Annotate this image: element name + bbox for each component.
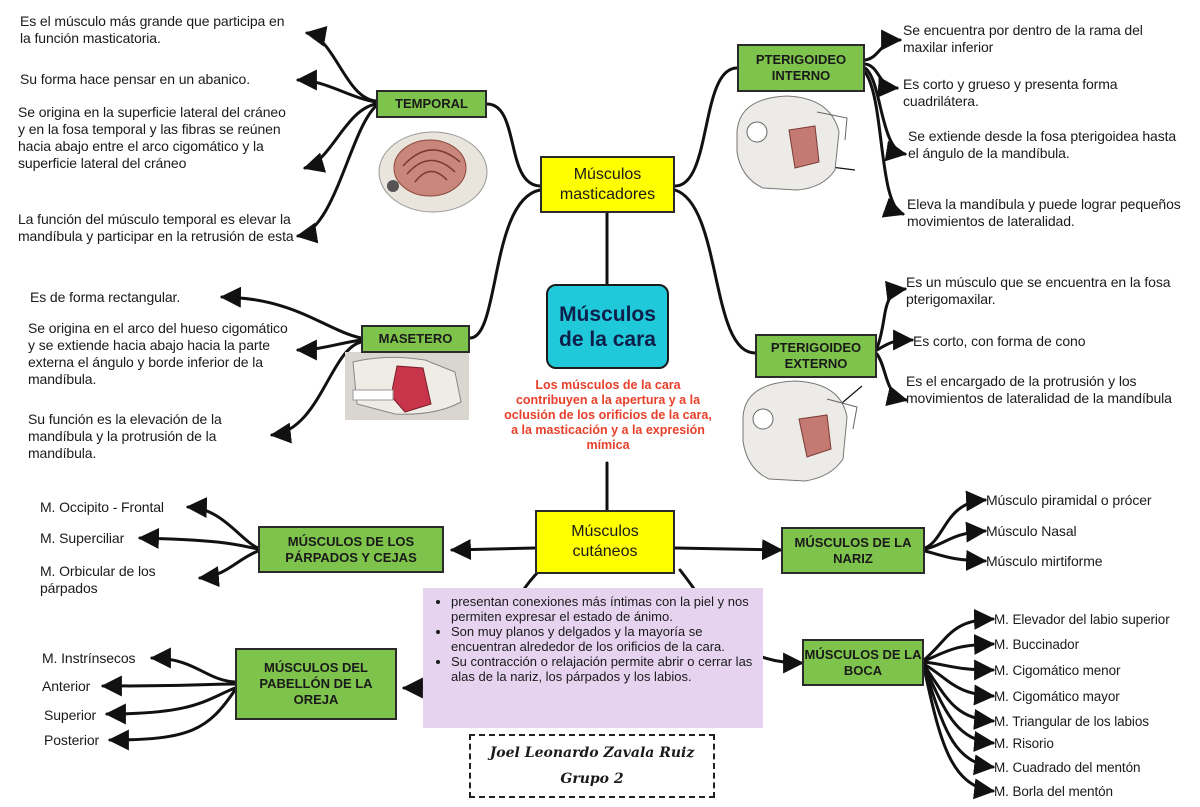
temporal-node: TEMPORAL <box>376 90 487 118</box>
masticadores-node: Músculos masticadores <box>540 156 675 213</box>
masetero-node: MASETERO <box>361 325 470 353</box>
author-signature: Joel Leonardo Zavala Ruiz Grupo 2 <box>469 734 715 798</box>
author-name: Joel Leonardo Zavala Ruiz <box>489 745 695 761</box>
cutaneos-bullet: Son muy planos y delgados y la mayoría s… <box>451 624 757 654</box>
temporal-item: Se origina en la superficie lateral del … <box>18 104 286 171</box>
nariz-node: MÚSCULOS DE LA NARIZ <box>781 527 925 574</box>
nariz-item: Músculo Nasal <box>986 523 1077 539</box>
cutaneos-bullet: Su contracción o relajación permite abri… <box>451 654 757 684</box>
masetero-item: Su función es la elevación de la mandíbu… <box>28 411 222 461</box>
author-group: Grupo 2 <box>560 771 624 787</box>
center-node: Músculos de la cara <box>546 284 669 369</box>
pterigoideo-interno-item: Es corto y grueso y presenta forma cuadr… <box>903 76 1118 109</box>
boca-item: M. Buccinador <box>994 637 1079 652</box>
pterigoideo-interno-node: PTERIGOIDEO INTERNO <box>737 44 865 92</box>
oreja-node: MÚSCULOS DEL PABELLÓN DE LA OREJA <box>235 648 397 720</box>
cutaneos-node: Músculos cutáneos <box>535 510 675 574</box>
boca-item: M. Borla del mentón <box>994 784 1113 799</box>
nariz-item: Músculo piramidal o prócer <box>986 492 1152 508</box>
pterigoideo-interno-illustration <box>736 95 848 191</box>
boca-item: M. Cigomático menor <box>994 663 1121 678</box>
pterigoideo-externo-item: Es el encargado de la protrusión y los m… <box>906 373 1172 406</box>
oreja-item: Superior <box>44 707 97 723</box>
masetero-muscle-illustration <box>345 352 469 420</box>
masetero-item: Es de forma rectangular. <box>30 289 181 305</box>
boca-item: M. Risorio <box>994 736 1054 751</box>
nariz-item: Músculo mirtiforme <box>986 553 1103 569</box>
cutaneos-bullet-list: presentan conexiones más íntimas con la … <box>423 594 757 684</box>
boca-item: M. Triangular de los labios <box>994 714 1149 729</box>
temporal-item: La función del músculo temporal es eleva… <box>18 211 294 244</box>
parpados-item: M. Superciliar <box>40 530 125 546</box>
parpados-node: MÚSCULOS DE LOS PÁRPADOS Y CEJAS <box>258 526 444 573</box>
masetero-item: Se origina en el arco del hueso cigomáti… <box>28 320 288 387</box>
pterigoideo-externo-item: Es corto, con forma de cono <box>913 333 1086 349</box>
temporal-item: Es el músculo más grande que participa e… <box>20 13 285 46</box>
parpados-item: M. Occipito - Frontal <box>40 499 164 515</box>
parpados-item: M. Orbicular de los párpados <box>40 563 156 596</box>
boca-node: MÚSCULOS DE LA BOCA <box>802 639 924 686</box>
temporal-item: Su forma hace pensar en un abanico. <box>20 71 250 87</box>
oreja-item: M. Instrínsecos <box>42 650 136 666</box>
pterigoideo-interno-item: Eleva la mandíbula y puede lograr pequeñ… <box>907 196 1181 229</box>
pterigoideo-externo-node: PTERIGOIDEO EXTERNO <box>755 334 877 378</box>
oreja-item: Anterior <box>42 678 91 694</box>
boca-item: M. Cigomático mayor <box>994 689 1120 704</box>
pterigoideo-interno-item: Se extiende desde la fosa pterigoidea ha… <box>908 128 1177 161</box>
boca-item: M. Cuadrado del mentón <box>994 760 1141 775</box>
temporal-muscle-illustration <box>378 131 488 213</box>
pterigoideo-externo-item: Es un músculo que se encuentra en la fos… <box>906 274 1171 307</box>
pterigoideo-externo-illustration <box>742 380 858 482</box>
boca-item: M. Elevador del labio superior <box>994 612 1170 627</box>
cutaneos-description-panel: presentan conexiones más íntimas con la … <box>423 588 763 728</box>
center-note: Los músculos de la cara contribuyen a la… <box>504 378 712 452</box>
cutaneos-bullet: presentan conexiones más íntimas con la … <box>451 594 757 624</box>
pterigoideo-interno-item: Se encuentra por dentro de la rama del m… <box>903 22 1143 55</box>
oreja-item: Posterior <box>44 732 100 748</box>
